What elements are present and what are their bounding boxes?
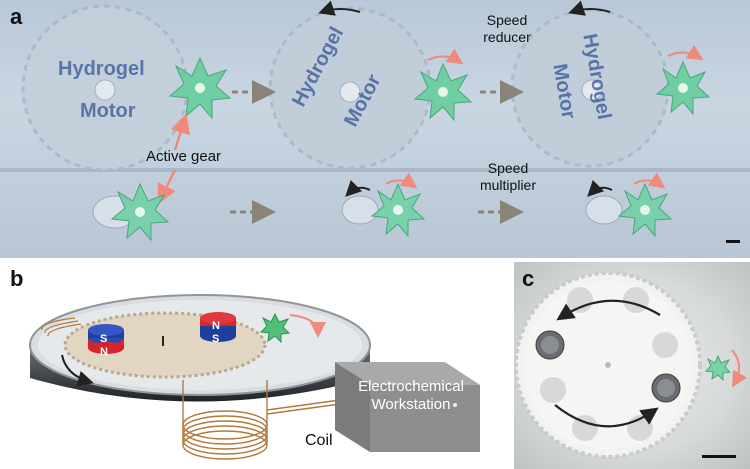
rotation-arrow-black-c-top (556, 299, 661, 321)
active-gear-pointer-up (170, 113, 191, 151)
coil-label: Coil (305, 432, 333, 449)
scale-bar-c (702, 455, 736, 458)
motor-label-1: Motor (80, 100, 136, 122)
rotation-arrow-red-2 (667, 44, 704, 61)
electrochemical-workstation (335, 362, 480, 452)
small-motor-2 (341, 182, 426, 238)
hydrogel-gear-1 (21, 4, 189, 172)
rotation-arrow-black-4 (587, 179, 613, 197)
magnet-right-bottom-label: S (212, 333, 219, 345)
hydrogel-label-1: Hydrogel (58, 58, 145, 80)
panel-label-c: c (522, 266, 535, 291)
rotation-arrow-black-3 (345, 179, 371, 197)
magnet-right-top-label: N (212, 320, 220, 332)
green-gear-b (259, 312, 291, 344)
scale-bar-a (726, 240, 740, 243)
rotation-arrow-red-b (289, 314, 326, 338)
coil (182, 380, 341, 460)
magnet-left (88, 324, 124, 354)
rotation-arrow-red-1 (427, 48, 464, 65)
rotation-arrow-red-c (731, 349, 747, 388)
magnet-right (200, 312, 236, 342)
rotation-arrow-red-4 (633, 172, 666, 189)
magnet-left-top-label: S (100, 333, 107, 345)
active-gear-2 (413, 62, 473, 122)
panel-label-a: a (10, 4, 23, 29)
active-gear-3 (655, 60, 711, 116)
active-gear-1 (168, 56, 232, 120)
rotation-arrow-black-1 (318, 0, 361, 16)
magnet-left-bottom-label: N (100, 346, 108, 358)
active-gear-label: Active gear (146, 148, 222, 165)
green-gear-c (704, 354, 732, 382)
small-motor-3 (585, 182, 673, 238)
speed-multiplier-label: Speed multiplier (479, 160, 536, 193)
rotation-arrow-black-b (61, 354, 94, 387)
rotation-arrow-red-3 (385, 172, 418, 189)
speed-reducer-label: Speed reducer (483, 12, 531, 45)
rotation-arrow-black-2 (568, 0, 611, 16)
workstation-label: Electrochemical Workstation (358, 378, 464, 413)
panel-a-divider (0, 168, 750, 172)
small-motor-1 (92, 182, 170, 242)
active-gear-pointer-down (157, 169, 177, 205)
rotation-arrow-black-c-bottom (554, 404, 659, 428)
coil-lines-left (41, 317, 82, 337)
panel-label-b: b (10, 266, 24, 291)
